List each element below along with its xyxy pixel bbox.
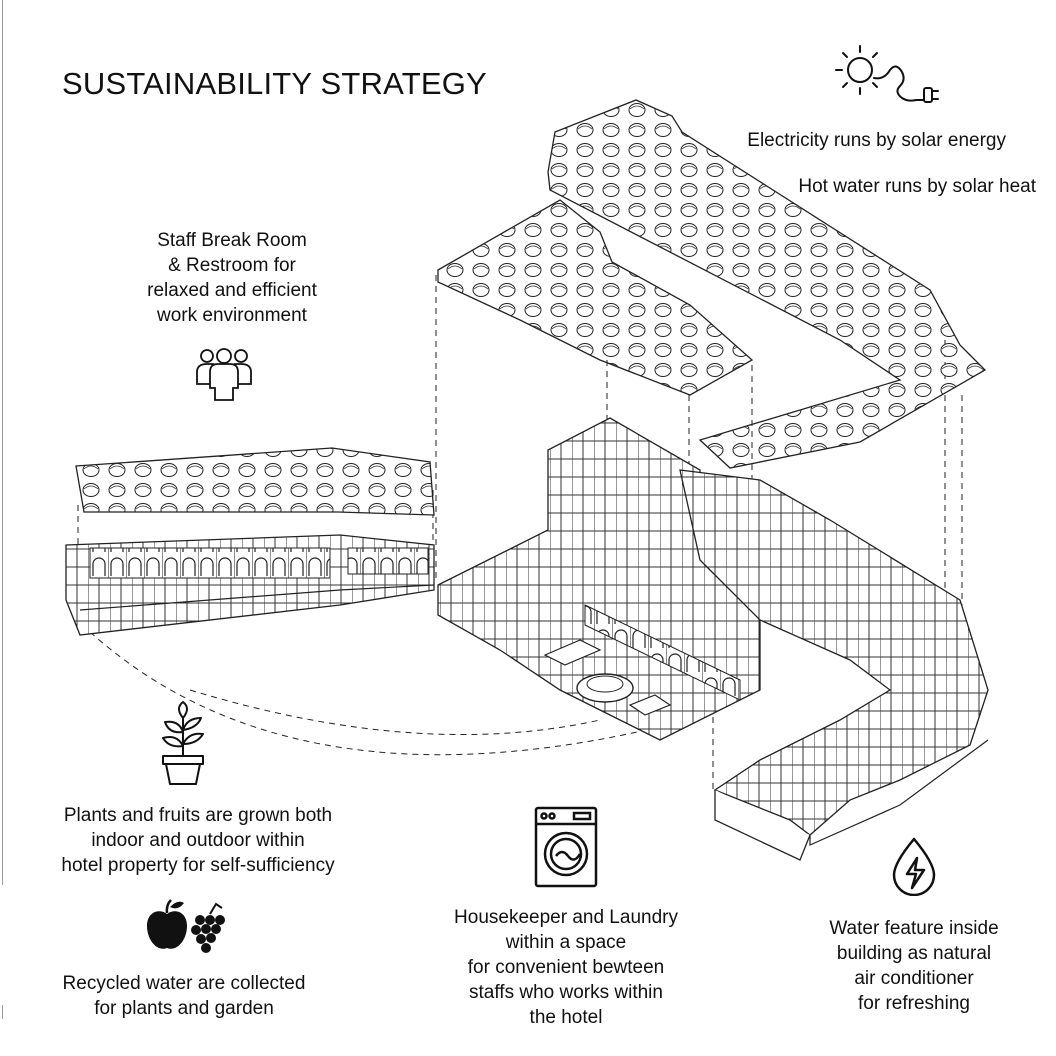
solar-panel-roof-left [75,447,435,516]
laundry-line: for convenient bewteen [467,957,665,978]
staff-room-line: relaxed and efficient [147,280,317,301]
staff-room-note: Staff Break Room & Restroom for relaxed … [112,228,352,328]
recycled-water-note: Recycled water are collected for plants … [34,971,334,1021]
washing-machine-icon [534,806,598,888]
staff-room-line: Staff Break Room [157,230,307,251]
recycled-water-line: for plants and garden [94,998,274,1019]
plants-line: hotel property for self-sufficiency [61,855,335,876]
laundry-line: staffs who works within [469,982,663,1003]
laundry-line: Housekeeper and Laundry [454,907,678,928]
sun-plug-icon [835,45,939,103]
plants-line: indoor and outdoor within [91,830,305,851]
left-border-tick [2,1005,3,1019]
water-feature-line: air conditioner [854,968,974,989]
water-energy-icon [892,837,936,896]
left-border-line [2,0,3,885]
apple-grapes-icon [147,899,225,953]
plant-pot-icon [162,701,204,785]
central-courtyard-building [437,417,761,741]
solar-heat-note: Hot water runs by solar heat [798,176,1036,197]
laundry-note: Housekeeper and Laundry within a space f… [426,905,706,1030]
solar-panel-roof-middle [437,199,754,396]
people-icon [196,348,252,401]
staff-room-line: & Restroom for [168,255,296,276]
laundry-line: the hotel [529,1007,603,1028]
plants-note: Plants and fruits are grown both indoor … [30,803,366,878]
laundry-line: within a space [505,932,627,953]
right-room-wing [679,469,989,861]
water-feature-line: Water feature inside [829,918,999,939]
recycled-water-line: Recycled water are collected [62,973,306,994]
plants-line: Plants and fruits are grown both [63,805,333,826]
left-wing-building [65,534,435,636]
water-feature-note: Water feature inside building as natural… [800,916,1028,1016]
solar-energy-note: Electricity runs by solar energy [747,130,1006,151]
water-feature-line: for refreshing [858,993,970,1014]
solar-panel-roof-long [547,99,987,469]
staff-room-line: work environment [157,305,307,326]
water-feature-line: building as natural [836,943,992,964]
page-title: SUSTAINABILITY STRATEGY [62,66,487,101]
